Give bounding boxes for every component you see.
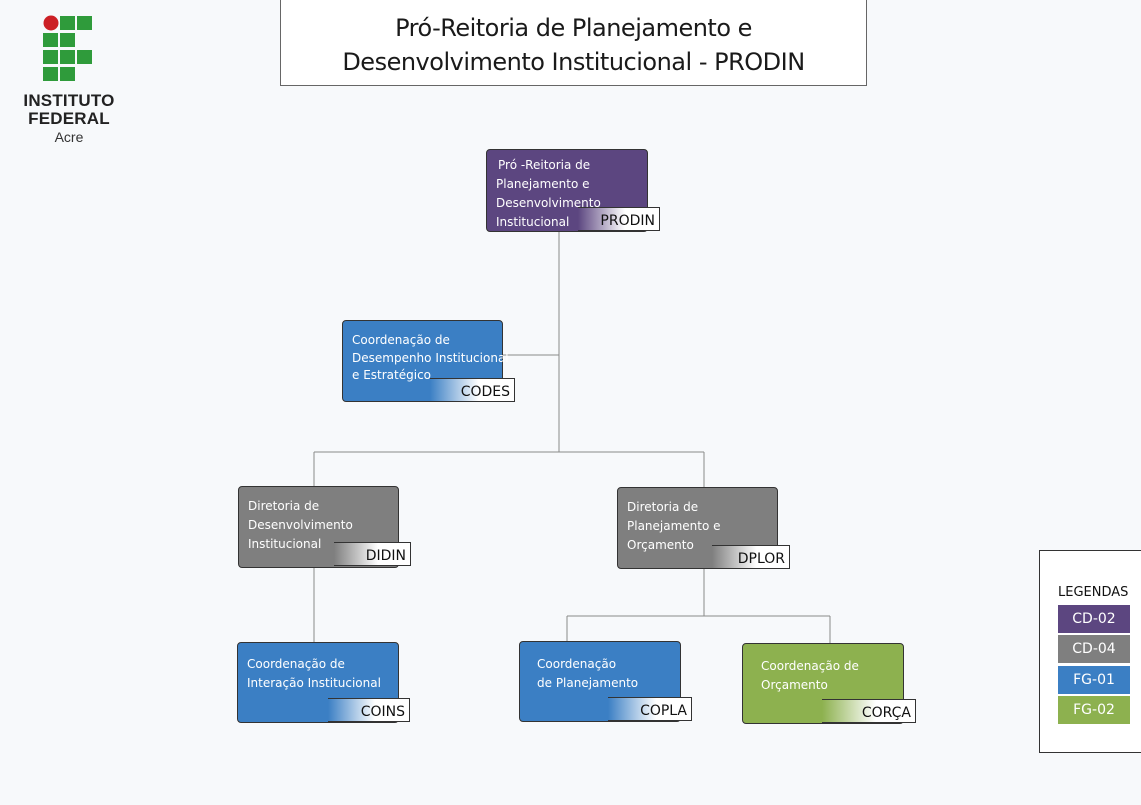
node-copla-line-2: de Planejamento — [537, 676, 639, 690]
logo-text-federal: FEDERAL — [28, 109, 110, 128]
node-coins-line-1: Coordenação de — [247, 657, 345, 671]
node-copla-line-1: Coordenação — [537, 657, 617, 671]
logo-text-instituto: INSTITUTO — [23, 91, 115, 110]
legend-item-fg02: FG-02 — [1058, 696, 1130, 724]
legend-item-cd04: CD-04 — [1058, 635, 1130, 663]
tag-copla: COPLA — [608, 697, 692, 721]
node-coins-line-2: Interação Institucional — [247, 676, 381, 690]
node-codes-line-3: e Estratégico — [352, 368, 432, 382]
page-title-box: Pró-Reitoria de Planejamento e Desenvolv… — [280, 0, 867, 86]
page-title-line-2: Desenvolvimento Institucional - PRODIN — [342, 48, 805, 76]
page-title-line-1: Pró-Reitoria de Planejamento e — [395, 14, 752, 42]
node-didin-line-3: Institucional — [248, 537, 322, 551]
node-prodin-line-3: Desenvolvimento — [496, 196, 601, 210]
node-didin-line-2: Desenvolvimento — [248, 518, 353, 532]
node-codes-line-1: Coordenação de — [352, 333, 450, 347]
node-corca-line-1: Coordenação de — [761, 659, 859, 673]
logo-mark-icon — [43, 15, 92, 81]
institute-logo: INSTITUTO FEDERAL Acre — [14, 15, 124, 150]
legend-title: LEGENDAS — [1058, 585, 1129, 600]
node-prodin-line-4: Institucional — [496, 215, 570, 229]
legend-item-fg01: FG-01 — [1058, 666, 1130, 694]
legend-item-cd02: CD-02 — [1058, 605, 1130, 633]
node-dplor-line-2: Planejamento e — [627, 519, 721, 533]
node-prodin-line-2: Planejamento e — [496, 177, 590, 191]
node-corca-line-2: Orçamento — [761, 678, 828, 692]
node-dplor-line-1: Diretoria de — [627, 500, 699, 514]
tag-coins: COINS — [328, 698, 410, 722]
node-dplor-line-3: Orçamento — [627, 538, 694, 552]
node-dplor: Diretoria de Planejamento e Orçamento — [617, 487, 778, 569]
tag-corca: CORÇA — [822, 699, 916, 723]
node-didin-line-1: Diretoria de — [248, 499, 320, 513]
legend: LEGENDAS CD-02 CD-04 FG-01 FG-02 — [1039, 550, 1141, 753]
tag-dplor: DPLOR — [712, 545, 790, 569]
node-prodin-line-1: Pró -Reitoria de — [498, 158, 591, 172]
logo-text-acre: Acre — [54, 129, 84, 145]
tag-prodin: PRODIN — [578, 207, 660, 231]
tag-didin: DIDIN — [334, 542, 411, 566]
node-codes-line-2: Desempenho Institucional — [352, 350, 509, 365]
tag-codes: CODES — [430, 378, 515, 402]
